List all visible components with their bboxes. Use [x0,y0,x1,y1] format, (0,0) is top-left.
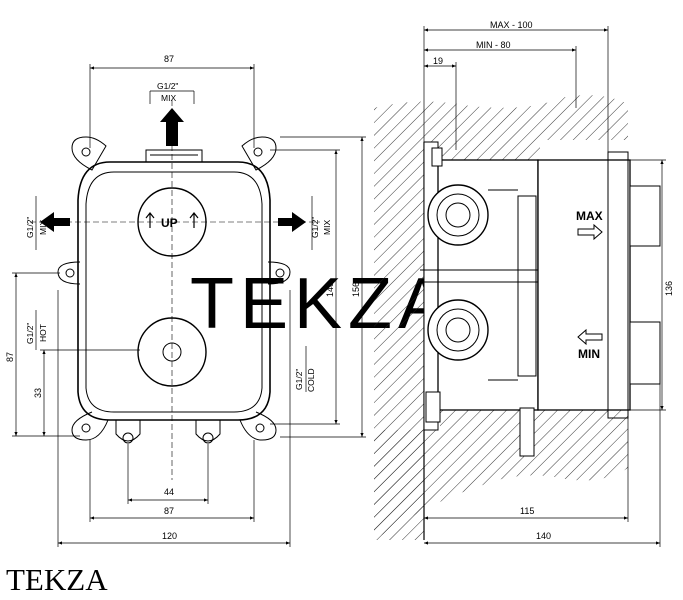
mix-left-thread: G1/2" [25,217,35,238]
side-view [420,141,661,540]
max-label: MAX [576,209,603,223]
max-arrow [577,223,603,241]
mix-right-thread: G1/2" [310,217,320,238]
front-dimensions [12,64,366,547]
dim-bottom-mid: 87 [164,506,174,516]
mix-top-label: MIX [161,93,176,103]
dim-top-width: 87 [164,54,174,64]
mounting-plate [77,161,271,421]
dim-height-outer: 140 [325,282,335,297]
min-label: MIN [578,347,600,361]
dim-min-depth: MIN - 80 [476,40,511,50]
dial-arrows [145,212,199,228]
dim-wall-offset: 19 [433,56,443,66]
cold-label: COLD [306,368,316,392]
front-view [30,100,320,480]
mix-right-label: MIX [322,220,332,235]
cold-thread: G1/2" [294,369,304,390]
mounting-lugs [57,136,291,441]
dim-depth-body: 115 [520,506,534,516]
up-label: UP [161,216,178,230]
mix-left-label: MIX [38,220,48,235]
hot-thread: G1/2" [25,323,35,344]
dim-max-depth: MAX - 100 [490,20,533,30]
dim-left-offset: 33 [33,388,43,398]
hot-label: HOT [38,324,48,342]
mix-top-thread: G1/2" [157,81,178,91]
dim-side-height: 136 [664,281,674,296]
flow-arrows [40,108,306,232]
dim-bottom-total: 120 [162,531,177,541]
brand-logo-text: TEKZA [6,562,108,597]
side-dimensions [423,26,666,547]
dim-height-inner: 156 [351,282,361,297]
wall-bottom [374,408,628,540]
dim-left-height: 87 [5,352,15,362]
min-arrow [577,328,603,346]
bottom-feet [115,420,221,444]
dim-bottom-inner: 44 [164,487,174,497]
dim-depth-total: 140 [536,531,551,541]
